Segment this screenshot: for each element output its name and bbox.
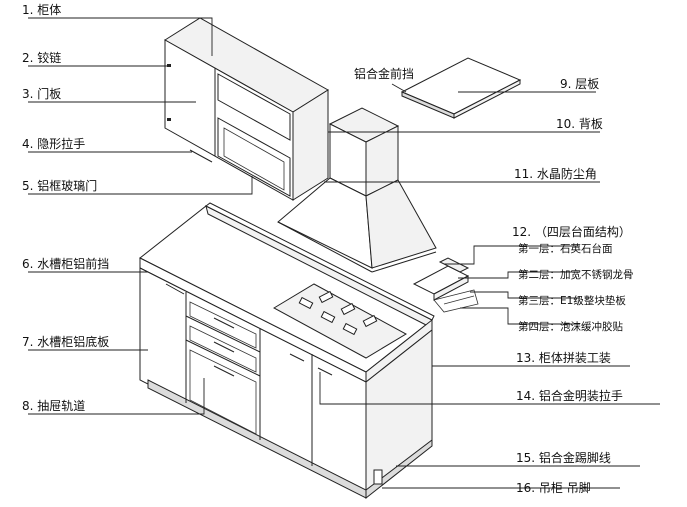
label-hidden-handle: 4. 隐形拉手 bbox=[22, 136, 85, 151]
label-layer-4: 第四层：泡沫缓冲胶贴 bbox=[518, 320, 623, 333]
label-door-panel: 3. 门板 bbox=[22, 86, 61, 101]
label-aluminum-skirting: 15. 铝合金踢脚线 bbox=[516, 450, 611, 465]
wall-cabinet bbox=[164, 17, 329, 201]
countertop-layers-detail bbox=[412, 257, 479, 313]
base-cabinet bbox=[139, 202, 435, 500]
range-hood bbox=[277, 107, 437, 273]
label-aluminum-surface-handle: 14. 铝合金明装拉手 bbox=[516, 388, 623, 403]
label-crystal-dust-corner: 11. 水晶防尘角 bbox=[514, 166, 597, 181]
label-layer-1: 第一层：石英石台面 bbox=[518, 242, 613, 255]
label-assembly-fixture: 13. 柜体拼装工装 bbox=[516, 351, 611, 365]
label-aluminum-glass-door: 5. 铝框玻璃门 bbox=[22, 178, 97, 193]
label-cabinet-body: 1. 柜体 bbox=[22, 3, 61, 17]
leader-lines bbox=[28, 17, 660, 489]
label-back-panel: 10. 背板 bbox=[556, 117, 603, 131]
label-hinge: 2. 铰链 bbox=[22, 50, 61, 65]
label-wall-cabinet-hanger: 16. 吊柜 吊脚 bbox=[516, 480, 591, 495]
label-four-layer-structure: 12. （四层台面结构） bbox=[512, 224, 631, 239]
label-sink-bottom-plate: 7. 水槽柜铝底板 bbox=[22, 334, 109, 349]
label-layer-2: 第二层：加宽不锈钢龙骨 bbox=[518, 268, 634, 281]
labels: 1. 柜体 2. 铰链 3. 门板 4. 隐形拉手 5. 铝框玻璃门 6. 水槽… bbox=[22, 3, 634, 495]
shelf-panel bbox=[400, 57, 522, 119]
label-shelf: 9. 层板 bbox=[560, 77, 599, 91]
label-layer-3: 第三层：E1级整块垫板 bbox=[518, 294, 626, 307]
label-drawer-rail: 8. 抽屉轨道 bbox=[22, 399, 85, 413]
label-aluminum-front-guard: 铝合金前挡 bbox=[354, 66, 414, 81]
burner-marks bbox=[298, 290, 378, 336]
label-sink-front-guard: 6. 水槽柜铝前挡 bbox=[22, 256, 109, 271]
